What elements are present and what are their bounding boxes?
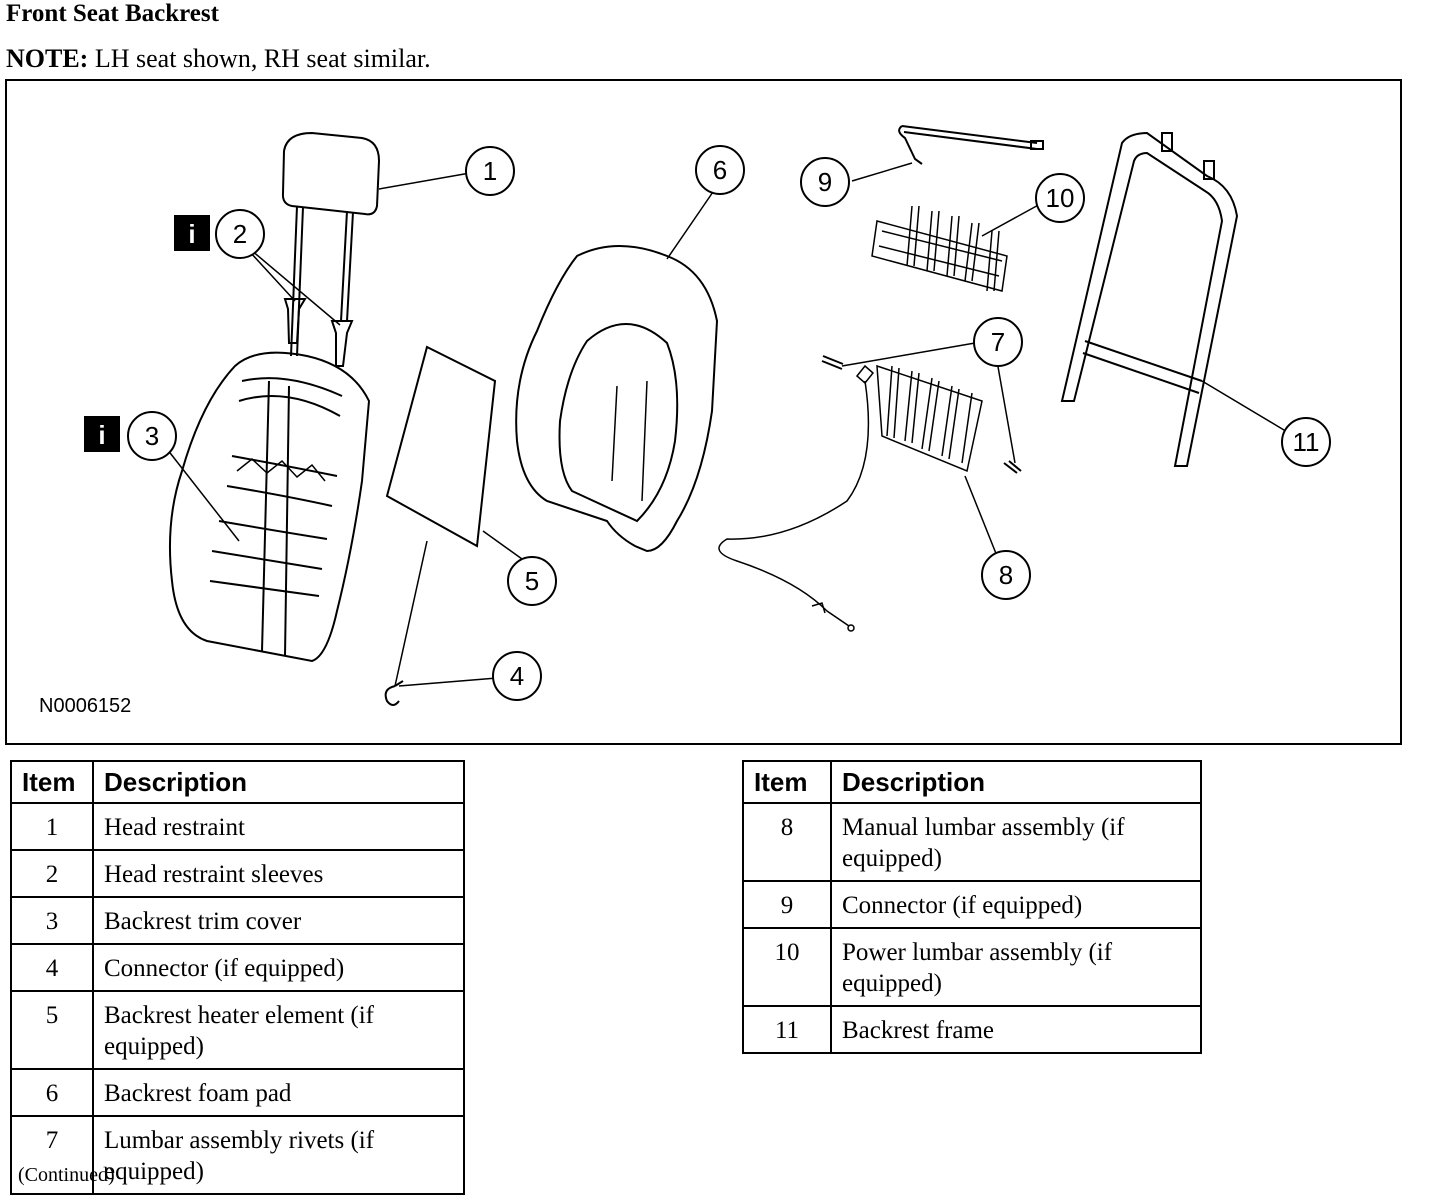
item-number: 4 bbox=[10, 943, 94, 992]
item-number: 2 bbox=[10, 849, 94, 898]
callout-9 bbox=[800, 157, 850, 207]
callouts bbox=[127, 145, 1331, 701]
item-description: Lumbar assembly rivets (if equipped) bbox=[92, 1115, 465, 1195]
page-title: Front Seat Backrest bbox=[6, 0, 219, 27]
callout-4 bbox=[492, 651, 542, 701]
sleeves-drawing bbox=[283, 298, 354, 367]
trim-cover-drawing bbox=[168, 351, 371, 663]
callout-4-label: 4 bbox=[510, 661, 524, 691]
exploded-view-drawing: i i 1 2 3 4 5 6 7 8 9 10 bbox=[84, 125, 1331, 706]
callout-7 bbox=[973, 317, 1023, 367]
item-number: 3 bbox=[10, 896, 94, 945]
item-description: Connector (if equipped) bbox=[830, 880, 1202, 929]
callout-5-label: 5 bbox=[525, 566, 539, 596]
table-header-row: Item Description bbox=[10, 760, 465, 804]
manual-lumbar-drawing bbox=[718, 364, 983, 632]
item-number: 9 bbox=[742, 880, 832, 929]
note: NOTE: LH seat shown, RH seat similar. bbox=[6, 44, 431, 74]
item-header: Item bbox=[742, 760, 832, 804]
item-description: Head restraint bbox=[92, 802, 465, 851]
info-badge-3-label: i bbox=[98, 420, 105, 450]
foam-pad-drawing bbox=[515, 245, 719, 553]
item-description: Backrest trim cover bbox=[92, 896, 465, 945]
callout-2 bbox=[215, 209, 265, 259]
callout-8 bbox=[981, 550, 1031, 600]
heater-element-drawing bbox=[385, 345, 497, 687]
item-description: Backrest heater element (if equipped) bbox=[92, 990, 465, 1070]
info-badge-2-label: i bbox=[188, 219, 195, 249]
item-header: Item bbox=[10, 760, 94, 804]
connector-4-drawing bbox=[384, 680, 404, 706]
callout-8-label: 8 bbox=[999, 560, 1013, 590]
item-description: Head restraint sleeves bbox=[92, 849, 465, 898]
item-description: Connector (if equipped) bbox=[92, 943, 465, 992]
callout-5 bbox=[507, 556, 557, 606]
item-number: 10 bbox=[742, 927, 832, 1007]
description-header: Description bbox=[92, 760, 465, 804]
callout-9-label: 9 bbox=[818, 167, 832, 197]
description-header: Description bbox=[830, 760, 1202, 804]
figure-id: N0006152 bbox=[39, 695, 132, 717]
continued-label: (Continued) bbox=[18, 1164, 115, 1186]
head-restraint-drawing bbox=[281, 131, 381, 357]
callout-1-label: 1 bbox=[483, 156, 497, 186]
item-description: Backrest frame bbox=[830, 1005, 1202, 1054]
item-number: 6 bbox=[10, 1068, 94, 1117]
callout-2-label: 2 bbox=[233, 219, 247, 249]
callout-11-label: 11 bbox=[1293, 427, 1320, 457]
callout-10-label: 10 bbox=[1046, 183, 1075, 213]
callout-6-label: 6 bbox=[713, 155, 727, 185]
connector-9-drawing bbox=[898, 125, 1044, 165]
note-label: NOTE: bbox=[6, 44, 89, 73]
item-number: 7 bbox=[10, 1115, 94, 1195]
leader-lines bbox=[166, 162, 1290, 687]
note-text: LH seat shown, RH seat similar. bbox=[88, 44, 431, 73]
item-number: 5 bbox=[10, 990, 94, 1070]
callout-10 bbox=[1035, 173, 1085, 223]
callout-1 bbox=[465, 146, 515, 196]
callout-3 bbox=[127, 411, 177, 461]
item-description: Backrest foam pad bbox=[92, 1068, 465, 1117]
exploded-view-figure: i i 1 2 3 4 5 6 7 8 9 10 bbox=[5, 79, 1402, 745]
callout-6 bbox=[695, 145, 745, 195]
item-number: 8 bbox=[742, 802, 832, 882]
rivets-drawing bbox=[821, 355, 1022, 474]
item-number: 1 bbox=[10, 802, 94, 851]
callout-3-label: 3 bbox=[145, 421, 159, 451]
backrest-frame-drawing bbox=[1060, 131, 1239, 467]
callout-numbers: 1 2 3 4 5 6 7 8 9 10 11 bbox=[145, 155, 1320, 691]
callout-7-label: 7 bbox=[991, 327, 1005, 357]
power-lumbar-drawing bbox=[871, 205, 1008, 292]
info-badge-2 bbox=[174, 215, 210, 251]
item-description: Manual lumbar assembly (if equipped) bbox=[830, 802, 1202, 882]
item-number: 11 bbox=[742, 1005, 832, 1054]
callout-11 bbox=[1281, 417, 1331, 467]
info-badge-3 bbox=[84, 416, 120, 452]
info-badges: i i bbox=[84, 215, 210, 452]
table-header-row: Item Description bbox=[742, 760, 1202, 804]
item-description: Power lumbar assembly (if equipped) bbox=[830, 927, 1202, 1007]
